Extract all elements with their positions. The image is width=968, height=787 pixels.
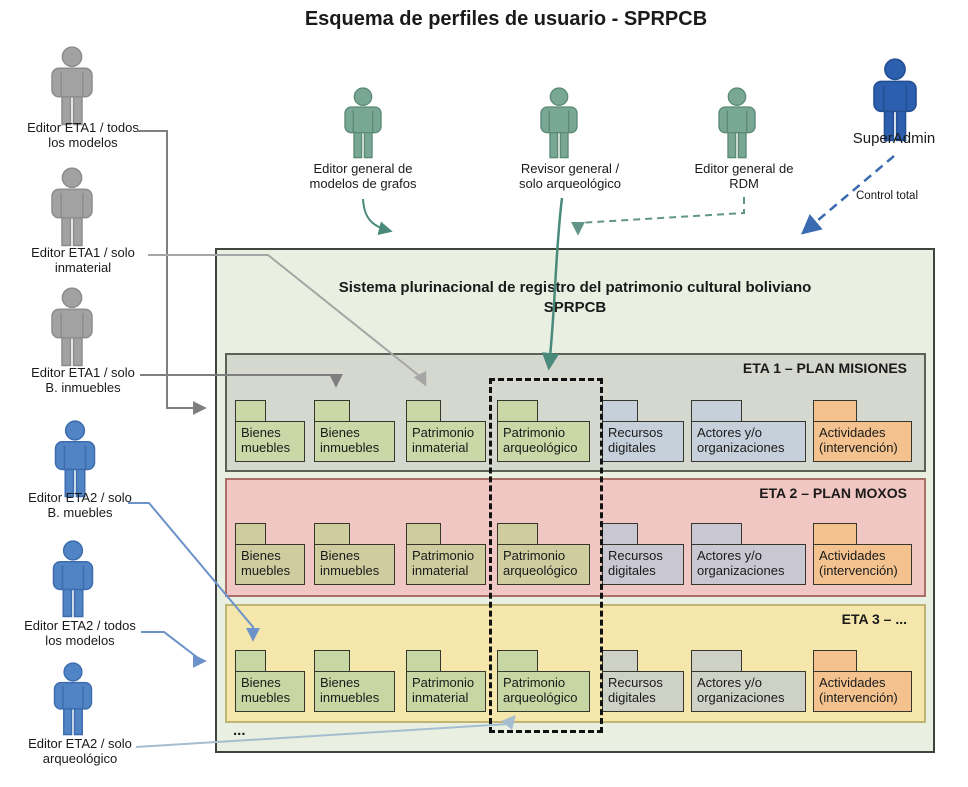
folder-tab	[602, 650, 639, 672]
folder-label: Recursos digitales	[602, 544, 684, 585]
actor-editor-general-rdm	[711, 87, 763, 159]
folder-patrimonio-inmaterial-eta3: Patrimonio inmaterial	[406, 650, 486, 712]
folder-bienes-muebles-eta3: Bienes muebles	[235, 650, 305, 712]
actor-revisor-general	[533, 87, 585, 159]
folder-tab	[406, 400, 442, 422]
actor-editor-eta1-inmuebles-label: Editor ETA1 / solo B. inmuebles	[31, 365, 135, 395]
actor-editor-eta2-arqueologico	[49, 662, 97, 736]
person-icon	[51, 420, 99, 498]
person-icon	[48, 167, 96, 247]
folder-label: Patrimonio arqueológico	[497, 671, 590, 712]
folder-actividades-eta3: Actividades (intervención)	[813, 650, 912, 712]
actor-editor-eta1-todos	[48, 46, 96, 126]
folder-bienes-inmuebles-eta3: Bienes inmuebles	[314, 650, 395, 712]
folder-label: Patrimonio inmaterial	[406, 671, 486, 712]
folder-tab	[235, 400, 266, 422]
folder-tab	[813, 400, 857, 422]
folder-actores-organizaciones-eta2: Actores y/o organizaciones	[691, 523, 806, 585]
folder-tab	[406, 523, 442, 545]
folder-actores-organizaciones-eta1: Actores y/o organizaciones	[691, 400, 806, 462]
folder-label: Actores y/o organizaciones	[691, 421, 806, 462]
actor-editor-general-grafos-label: Editor general de modelos de grafos	[309, 161, 417, 191]
folder-label: Recursos digitales	[602, 671, 684, 712]
folder-recursos-digitales-eta1: Recursos digitales	[602, 400, 684, 462]
person-icon	[337, 87, 389, 159]
actor-superadmin-label: SuperAdmin	[852, 130, 936, 147]
folder-label: Actores y/o organizaciones	[691, 544, 806, 585]
control-total-annotation: Control total	[856, 190, 919, 202]
folder-label: Bienes muebles	[235, 671, 305, 712]
actor-revisor-general-label: Revisor general / solo arqueológico	[519, 161, 621, 191]
folder-tab	[314, 650, 350, 672]
folder-recursos-digitales-eta2: Recursos digitales	[602, 523, 684, 585]
folder-recursos-digitales-eta3: Recursos digitales	[602, 650, 684, 712]
folder-tab	[691, 650, 742, 672]
folder-actividades-eta1: Actividades (intervención)	[813, 400, 912, 462]
actor-editor-eta2-todos	[49, 540, 97, 618]
person-icon	[711, 87, 763, 159]
folder-tab	[691, 523, 742, 545]
person-icon	[533, 87, 585, 159]
person-icon	[48, 46, 96, 126]
folder-label: Bienes inmuebles	[314, 671, 395, 712]
folder-patrimonio-arqueologico-eta1: Patrimonio arqueológico	[497, 400, 590, 462]
folder-label: Actividades (intervención)	[813, 671, 912, 712]
row-eta2-label: ETA 2 – PLAN MOXOS	[759, 485, 907, 501]
actor-editor-eta1-todos-label: Editor ETA1 / todos los modelos	[27, 120, 139, 150]
folder-label: Actividades (intervención)	[813, 544, 912, 585]
folder-tab	[235, 523, 266, 545]
actor-editor-general-grafos	[337, 87, 389, 159]
folder-patrimonio-arqueologico-eta3: Patrimonio arqueológico	[497, 650, 590, 712]
folder-tab	[314, 523, 350, 545]
folder-label: Patrimonio arqueológico	[497, 544, 590, 585]
person-icon	[49, 540, 97, 618]
person-icon	[48, 287, 96, 367]
folder-actividades-eta2: Actividades (intervención)	[813, 523, 912, 585]
folder-patrimonio-arqueologico-eta2: Patrimonio arqueológico	[497, 523, 590, 585]
folder-label: Patrimonio inmaterial	[406, 421, 486, 462]
folder-tab	[497, 523, 538, 545]
actor-editor-general-rdm-label: Editor general de RDM	[694, 161, 794, 191]
folder-patrimonio-inmaterial-eta1: Patrimonio inmaterial	[406, 400, 486, 462]
folder-label: Actores y/o organizaciones	[691, 671, 806, 712]
folder-actores-organizaciones-eta3: Actores y/o organizaciones	[691, 650, 806, 712]
folder-tab	[813, 650, 857, 672]
actor-editor-eta1-inmaterial-label: Editor ETA1 / solo inmaterial	[31, 245, 135, 275]
folder-label: Recursos digitales	[602, 421, 684, 462]
folder-label: Bienes inmuebles	[314, 544, 395, 585]
folder-label: Bienes muebles	[235, 544, 305, 585]
folder-bienes-muebles-eta1: Bienes muebles	[235, 400, 305, 462]
folder-tab	[406, 650, 442, 672]
rows-ellipsis: ...	[233, 722, 246, 739]
actor-editor-eta2-muebles	[51, 420, 99, 498]
actor-editor-eta2-todos-label: Editor ETA2 / todos los modelos	[24, 618, 136, 648]
actor-editor-eta2-muebles-label: Editor ETA2 / solo B. muebles	[28, 490, 132, 520]
folder-label: Patrimonio inmaterial	[406, 544, 486, 585]
folder-tab	[314, 400, 350, 422]
folder-tab	[813, 523, 857, 545]
folder-tab	[497, 650, 538, 672]
folder-patrimonio-inmaterial-eta2: Patrimonio inmaterial	[406, 523, 486, 585]
folder-tab	[602, 523, 639, 545]
folder-label: Bienes muebles	[235, 421, 305, 462]
folder-tab	[602, 400, 639, 422]
folder-bienes-inmuebles-eta2: Bienes inmuebles	[314, 523, 395, 585]
row-eta1-label: ETA 1 – PLAN MISIONES	[742, 360, 907, 376]
folder-label: Patrimonio arqueológico	[497, 421, 590, 462]
folder-bienes-muebles-eta2: Bienes muebles	[235, 523, 305, 585]
folder-bienes-inmuebles-eta1: Bienes inmuebles	[314, 400, 395, 462]
system-title: Sistema plurinacional de registro del pa…	[338, 279, 812, 316]
person-icon	[49, 662, 97, 736]
actor-editor-eta1-inmaterial	[48, 167, 96, 247]
folder-label: Actividades (intervención)	[813, 421, 912, 462]
page-title: Esquema de perfiles de usuario - SPRPCB	[304, 8, 708, 30]
folder-tab	[497, 400, 538, 422]
folder-tab	[691, 400, 742, 422]
folder-label: Bienes inmuebles	[314, 421, 395, 462]
row-eta3-label: ETA 3 – ...	[841, 611, 907, 627]
folder-tab	[235, 650, 266, 672]
actor-editor-eta1-inmuebles	[48, 287, 96, 367]
actor-editor-eta2-arqueologico-label: Editor ETA2 / solo arqueológico	[28, 736, 132, 766]
